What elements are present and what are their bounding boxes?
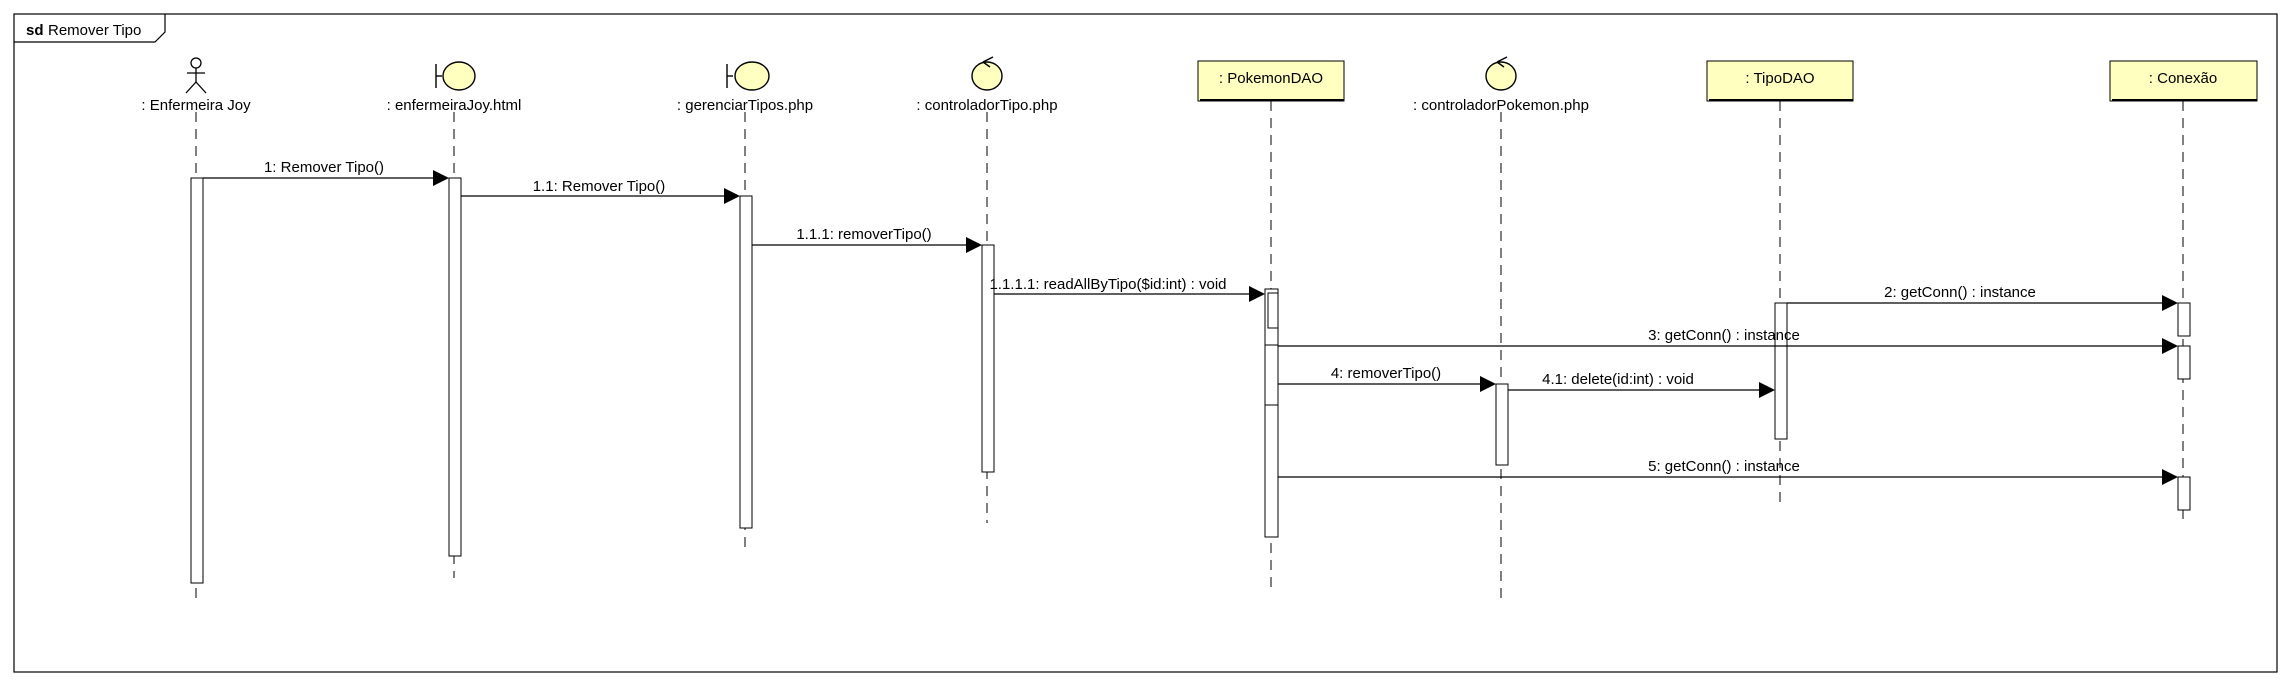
activation-bar [1495,383,1509,466]
object-box-pokemondao-shadow [1200,99,1344,101]
arrowhead [724,188,740,204]
activation-bar [739,195,753,529]
message-lines [203,177,2163,478]
participant-label: : controladorTipo.php [916,97,1057,114]
message-label: 5: getConn() : instance [1648,458,1800,475]
participant-label: : controladorPokemon.php [1413,97,1589,114]
control-icon [971,56,1003,91]
arrowhead [1249,286,1265,302]
activations [190,177,2191,584]
message-label: 4: removerTipo() [1331,365,1441,382]
participant-label: : Conexão [2149,70,2217,87]
frame-border [13,13,2278,673]
object-box-conexao-shadow [2112,99,2257,101]
message-label: 2: getConn() : instance [1884,284,2036,301]
message-label: 1: Remover Tipo() [264,159,384,176]
activation-bar [2177,302,2191,337]
message-label: 3: getConn() : instance [1648,327,1800,344]
object-box-pokemondao [1197,60,1345,102]
actor-icon [185,57,207,94]
arrowhead [2162,469,2178,485]
message-label: 1.1.1: removerTipo() [796,226,931,243]
activation-bar [190,177,204,584]
activation-bar [2177,345,2191,380]
activation-bar [1267,292,1279,329]
boundary-icon [435,61,476,91]
activation-bar [981,244,995,473]
arrowhead [1759,382,1775,398]
participant-label: : enfermeiraJoy.html [387,97,522,114]
message-label: 4.1: delete(id:int) : void [1542,371,1694,388]
participant-label: : gerenciarTipos.php [677,97,813,114]
message-label: 1.1: Remover Tipo() [533,178,666,195]
lifelines [195,101,2184,605]
activation-ticks [1265,344,1278,406]
arrowhead [966,237,982,253]
frame-title: Remover Tipo [48,22,141,39]
arrowhead [433,170,449,186]
message-arrowheads [433,170,2178,485]
participant-label: : PokemonDAO [1219,70,1323,87]
object-box-tipodao-shadow [1709,99,1853,101]
message-label: 1.1.1.1: readAllByTipo($id:int) : void [989,276,1226,293]
arrowhead [2162,338,2178,354]
control-icon [1485,56,1517,91]
activation-bar [2177,476,2191,511]
boundary-icon [726,61,770,91]
arrowhead [2162,295,2178,311]
frame-tab [14,14,166,43]
participant-label: : Enfermeira Joy [141,97,251,114]
frame-keyword: sd [26,22,44,39]
arrowhead [1480,376,1496,392]
activation-bar [1774,302,1788,440]
activation-bar [1264,288,1279,538]
participant-label: : TipoDAO [1745,70,1814,87]
activation-bar [448,177,462,557]
